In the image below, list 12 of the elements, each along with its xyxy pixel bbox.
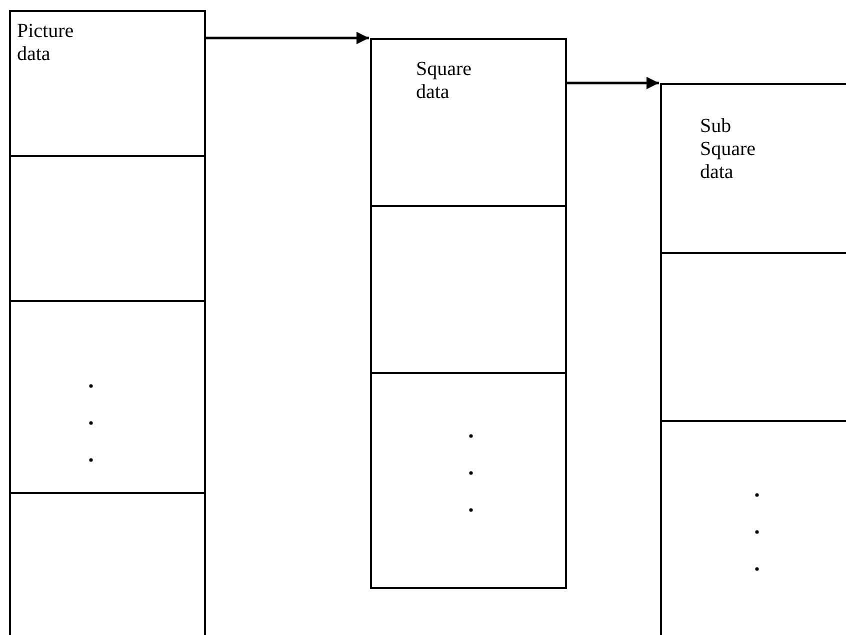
empty-cell bbox=[9, 300, 206, 494]
cell-label: Sub Square data bbox=[700, 115, 757, 184]
data-cell bbox=[9, 10, 206, 157]
data-cell bbox=[370, 38, 567, 207]
empty-cell bbox=[9, 155, 206, 302]
empty-cell bbox=[9, 492, 206, 635]
empty-cell bbox=[370, 205, 567, 374]
cell-label: Square data bbox=[416, 58, 473, 104]
arrow bbox=[205, 32, 369, 44]
data-cell bbox=[660, 83, 846, 254]
arrow bbox=[566, 76, 659, 90]
cell-label: Picture data bbox=[17, 20, 75, 66]
